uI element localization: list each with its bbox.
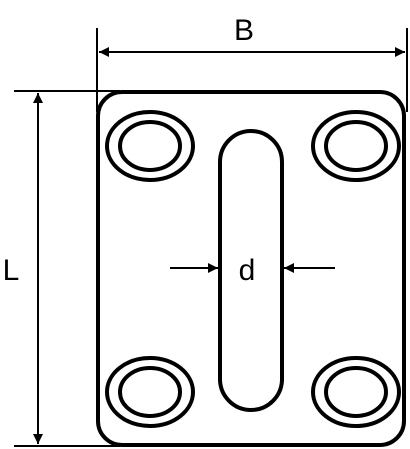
slot-width-dimension: d bbox=[170, 254, 335, 287]
mounting-hole-bottom-right bbox=[311, 356, 401, 428]
length-label: L bbox=[3, 254, 20, 287]
mounting-hole-top-left bbox=[105, 110, 195, 182]
mounting-hole-top-right bbox=[311, 110, 401, 182]
slot-width-label: d bbox=[239, 254, 256, 287]
center-slot bbox=[218, 129, 284, 412]
mounting-hole-bottom-left bbox=[105, 356, 195, 428]
width-label: B bbox=[234, 14, 254, 47]
length-dimension: L bbox=[3, 90, 120, 447]
width-dimension: B bbox=[96, 14, 408, 112]
